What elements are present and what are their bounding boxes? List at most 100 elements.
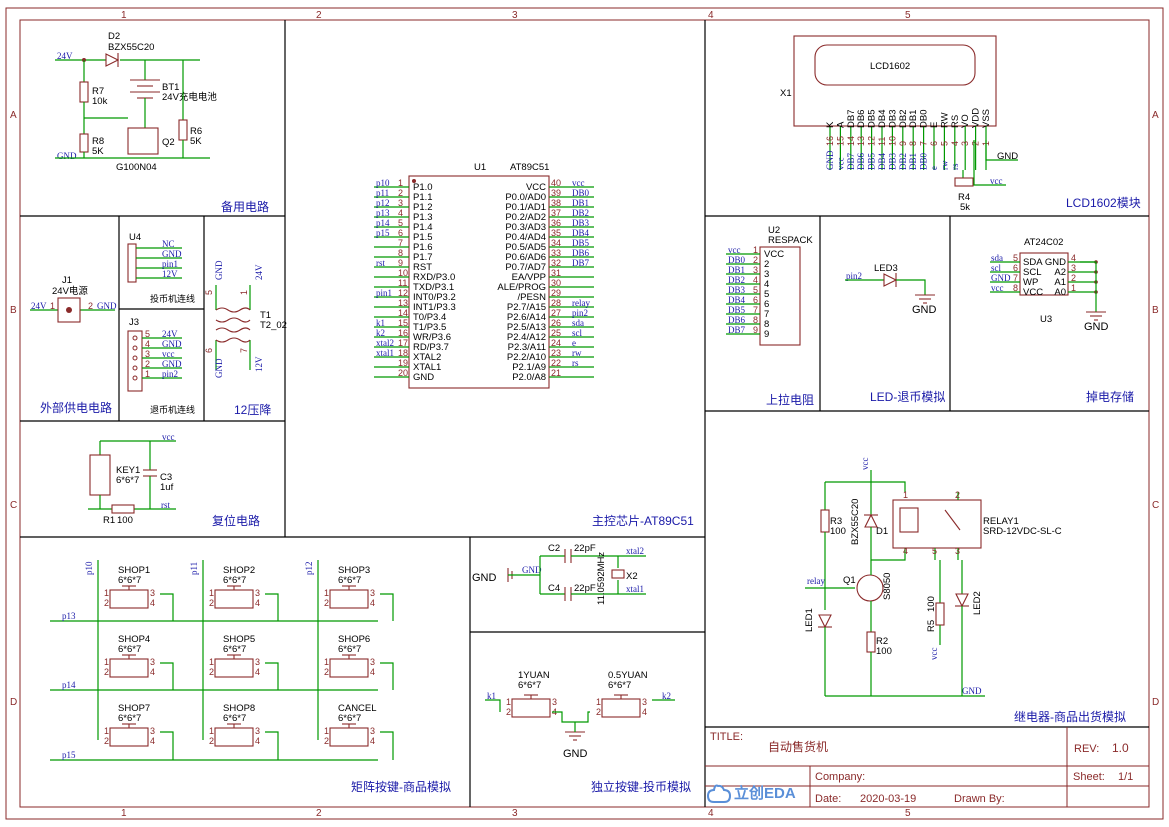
- mcu-pin-name: P0.1/AD1: [505, 202, 546, 213]
- lcd-pin-number: 16: [825, 136, 835, 146]
- pullup-pin-number: 8: [753, 315, 758, 325]
- push-button-icon: [214, 727, 254, 747]
- mcu-pin-number: 31: [551, 268, 561, 278]
- lcd-pin-name: DB6: [856, 110, 867, 128]
- pullup-pin-number: 5: [753, 285, 758, 295]
- matrix-key-size: 6*6*7: [118, 644, 141, 655]
- pullup-pin-number: 9: [753, 325, 758, 335]
- mcu-net-label: pin1: [376, 288, 392, 298]
- grid-col-label: 1: [121, 10, 127, 21]
- button-pin-number: 3: [370, 726, 375, 736]
- coin-btn2-label: 0.5YUAN: [608, 670, 648, 681]
- mcu-net-label: p15: [376, 228, 390, 238]
- j3-pin-number: 3: [145, 349, 150, 359]
- matrix-key-label: SHOP1: [118, 565, 150, 576]
- push-button-icon: [329, 727, 369, 747]
- mcu-pin-number: 38: [551, 198, 561, 208]
- button-pin-number: 4: [150, 667, 155, 677]
- mcu-pin-number: 1: [398, 178, 403, 188]
- c3-ref: C3: [160, 472, 172, 483]
- lcd-net-label: DB7: [846, 152, 856, 170]
- eeprom-net-label: GND: [991, 273, 1011, 283]
- pullup-pin-name: 7: [764, 309, 769, 320]
- eeprom-pin-name: A0: [1054, 287, 1066, 298]
- grid-col-label: 4: [708, 10, 714, 21]
- c2-value: 22pF: [574, 543, 596, 554]
- rev-label: REV:: [1074, 743, 1099, 755]
- mcu-pin-name: P2.1/A9: [512, 362, 546, 373]
- title-block: TITLE: 自动售货机 REV: 1.0 Company: Sheet: 1/…: [705, 727, 1149, 807]
- lcd-pin-number: 12: [867, 136, 877, 146]
- t1-ref: T1: [260, 310, 271, 321]
- eeprom-pin-number: 5: [1013, 253, 1018, 263]
- svg-text:2: 2: [88, 301, 93, 311]
- lcd-pin-number: 10: [887, 136, 897, 146]
- j3-pin-label: GND: [162, 359, 182, 369]
- grid-col-label: 4: [708, 808, 714, 819]
- button-pin-number: 1: [596, 697, 601, 707]
- eeprom-pin-name: VCC: [1023, 287, 1043, 298]
- matrix-col-net: p12: [304, 562, 314, 576]
- eeprom-net-label: scl: [991, 263, 1001, 273]
- r7-ref: R7: [92, 86, 104, 97]
- pullup-net-label: DB0: [728, 255, 746, 265]
- r6-ref: R6: [190, 126, 202, 137]
- r8-resistor-icon: [79, 133, 89, 153]
- mcu-pin-name: P2.3/A11: [508, 342, 546, 353]
- x2-value: 11.0592MHz: [596, 552, 607, 605]
- lcd-net-label: GND: [825, 150, 835, 170]
- lcd-pin-number: 2: [971, 141, 981, 146]
- c2-ref: C2: [548, 543, 560, 554]
- u2-ref: U2: [768, 225, 780, 236]
- mcu-pin-number: 12: [398, 288, 408, 298]
- lcd-pin-number: 14: [846, 136, 856, 146]
- matrix-col-net: p11: [189, 562, 199, 575]
- matrix-key-label: SHOP3: [338, 565, 370, 576]
- eeprom-gnd: GND: [1084, 321, 1109, 333]
- button-pin-number: 1: [324, 588, 329, 598]
- relay1-ref: RELAY1: [983, 516, 1019, 527]
- mcu-pin-name: P0.4/AD4: [505, 232, 546, 243]
- eeprom-pin-name: A2: [1054, 267, 1066, 278]
- relay-vcc-net: vcc: [860, 458, 870, 471]
- mcu-pin-number: 16: [398, 328, 408, 338]
- mcu-pin-number: 14: [398, 308, 408, 318]
- relay-gnd-net: GND: [962, 686, 982, 696]
- zener-diode-icon: [105, 53, 120, 67]
- bt1-ref: BT1: [162, 82, 179, 93]
- mcu-pin-name: P0.0/AD0: [505, 192, 546, 203]
- r5-ref: R5: [926, 620, 937, 632]
- mcu-net-label: DB3: [572, 218, 590, 228]
- matrix-key-size: 6*6*7: [118, 575, 141, 586]
- c4-value: 22pF: [574, 583, 596, 594]
- j3-pin-label: GND: [162, 339, 182, 349]
- t1-12v-net: 12V: [254, 356, 264, 372]
- r1-resistor-icon: [111, 504, 135, 514]
- led1-ref: LED1: [804, 608, 815, 632]
- title-label: TITLE:: [710, 731, 743, 743]
- push-button-icon: [601, 698, 641, 718]
- bt1-value: 24V充电电池: [162, 91, 217, 103]
- button-pin-number: 1: [324, 726, 329, 736]
- mcu-net-label: DB1: [572, 198, 589, 208]
- t1-title: 12压降: [234, 403, 271, 417]
- matrix-row-net: p15: [62, 750, 76, 760]
- x2-ref: X2: [626, 571, 638, 582]
- grid-col-label: 1: [121, 808, 127, 819]
- u4-pin-label: NC: [162, 239, 175, 249]
- lcd-pin-name: E: [929, 122, 940, 128]
- led-icon: [883, 273, 898, 287]
- reset-vcc-net: vcc: [162, 432, 175, 442]
- mosfet-q2-icon: [127, 127, 159, 155]
- r4-ref: R4: [958, 192, 970, 203]
- button-pin-number: 2: [596, 707, 601, 717]
- r5-vcc-net: vcc: [929, 648, 939, 661]
- mcu-pin-number: 10: [398, 268, 408, 278]
- lcd-pin-number: 3: [960, 141, 970, 146]
- mcu-pin-number: 5: [398, 218, 403, 228]
- mcu-pin-number: 23: [551, 348, 561, 358]
- c3-value: 1uf: [160, 482, 174, 493]
- q2-ref: Q2: [162, 137, 175, 148]
